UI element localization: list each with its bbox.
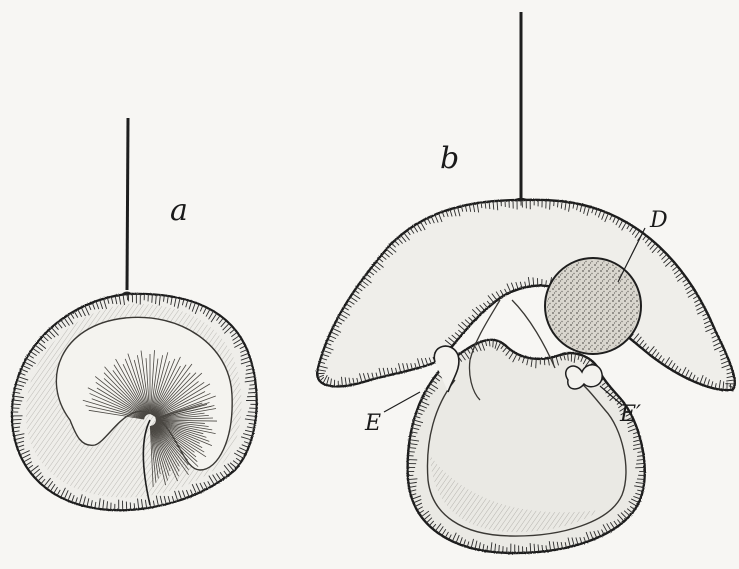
apical-flagellum-a (127, 118, 128, 290)
cilium (637, 479, 645, 480)
cilium (499, 545, 500, 553)
cilium (558, 201, 559, 208)
label-E: E (365, 413, 381, 435)
label-D: D (650, 210, 668, 232)
organ-D-texture (547, 260, 639, 352)
cilium (152, 294, 153, 302)
leader-E (384, 392, 420, 412)
cilium (550, 200, 551, 209)
cilium (536, 359, 537, 368)
label-E-prime: E′ (620, 404, 641, 426)
cilium (408, 452, 415, 453)
cilium (530, 543, 531, 552)
cilium (248, 412, 256, 413)
label-a: a (170, 196, 188, 226)
figure-a-larva (12, 118, 257, 510)
cilium (248, 392, 256, 393)
cilium (544, 359, 545, 366)
figure-b-larva (317, 12, 735, 553)
label-b: b (440, 144, 459, 174)
cilium (134, 503, 135, 509)
cilium (546, 280, 547, 286)
